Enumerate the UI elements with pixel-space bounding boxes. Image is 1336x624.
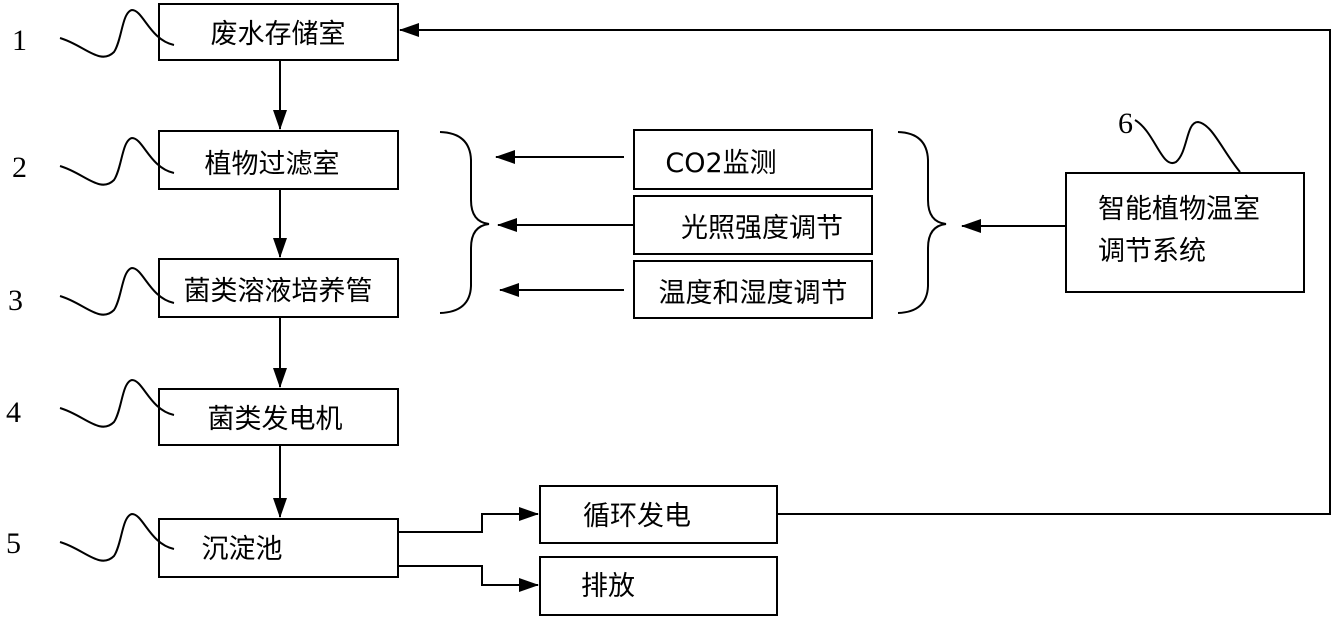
arrow-sedimentation-to-discharge xyxy=(398,565,539,592)
discharge-box: 排放 xyxy=(539,556,778,616)
ref-number-1: 1 xyxy=(12,24,27,57)
recycle-power-box: 循环发电 xyxy=(539,485,778,544)
temp-humidity-label: 温度和湿度调节 xyxy=(659,278,848,309)
left-brace xyxy=(439,131,490,314)
ref-number-4: 4 xyxy=(6,396,21,429)
light-intensity-box: 光照强度调节 xyxy=(633,195,873,255)
greenhouse-system-label-line2: 调节系统 xyxy=(1098,236,1206,267)
fungi-generator-box: 菌类发电机 xyxy=(158,388,399,446)
leader-line-4 xyxy=(59,378,175,428)
ref-number-6: 6 xyxy=(1118,107,1133,140)
discharge-label: 排放 xyxy=(581,571,635,602)
greenhouse-system-label-line1: 智能植物温室 xyxy=(1098,194,1260,225)
fungi-generator-label: 菌类发电机 xyxy=(208,404,343,435)
light-intensity-label: 光照强度调节 xyxy=(681,213,843,244)
ref-number-2: 2 xyxy=(12,151,27,184)
plant-filter-label: 植物过滤室 xyxy=(205,149,340,180)
temp-humidity-box: 温度和湿度调节 xyxy=(633,260,873,319)
sedimentation-label: 沉淀池 xyxy=(202,534,283,565)
leader-line-5 xyxy=(59,512,175,562)
arrow-recycle-to-storage xyxy=(399,23,1331,515)
greenhouse-system-box: 智能植物温室 调节系统 xyxy=(1065,172,1305,293)
co2-monitor-box: CO2监测 xyxy=(633,129,873,190)
plant-filter-box: 植物过滤室 xyxy=(158,130,399,190)
leader-line-3 xyxy=(59,266,175,316)
leader-line-6 xyxy=(1134,119,1241,173)
fungi-culture-box: 菌类溶液培养管 xyxy=(158,258,399,318)
ref-number-3: 3 xyxy=(8,284,23,317)
leader-line-2 xyxy=(59,136,175,186)
wastewater-storage-box: 废水存储室 xyxy=(158,3,399,61)
arrow-sedimentation-to-recycle xyxy=(398,507,539,533)
ref-number-5: 5 xyxy=(6,527,21,560)
sedimentation-box: 沉淀池 xyxy=(158,518,399,578)
fungi-culture-label: 菌类溶液培养管 xyxy=(184,276,373,307)
co2-monitor-label: CO2监测 xyxy=(665,148,776,179)
leader-line-1 xyxy=(59,8,175,58)
right-brace xyxy=(897,131,947,314)
recycle-power-label: 循环发电 xyxy=(583,501,691,532)
wastewater-storage-label: 废水存储室 xyxy=(211,19,346,50)
